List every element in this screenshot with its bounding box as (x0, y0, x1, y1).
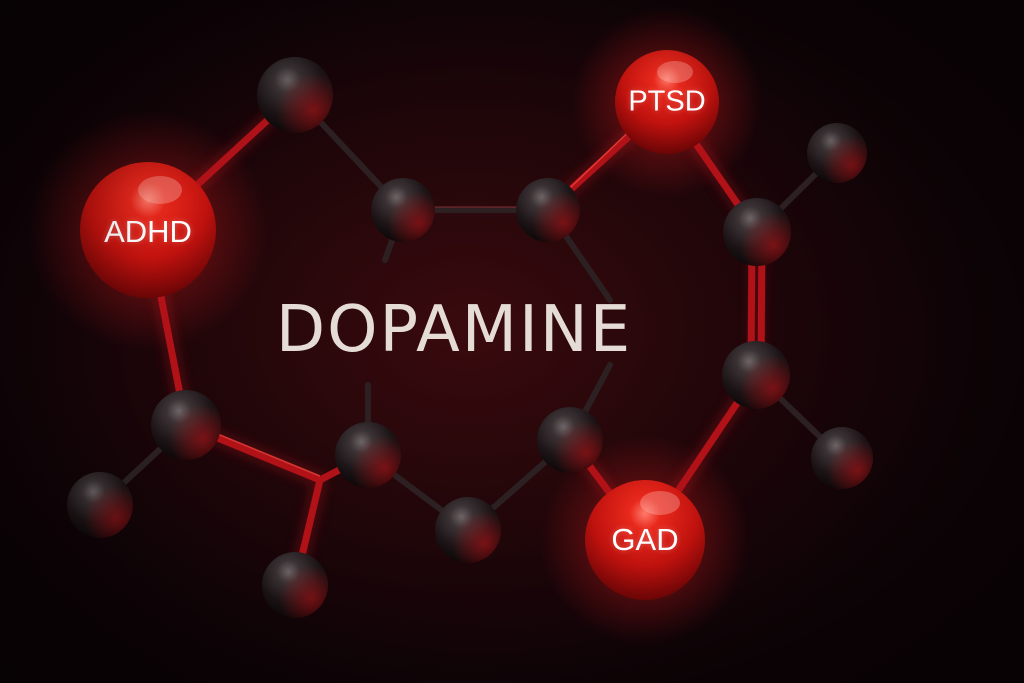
atom-gad (585, 480, 705, 600)
atom-neutral (723, 198, 791, 266)
atom-neutral (151, 390, 221, 460)
atom-neutral (262, 552, 328, 618)
atom-neutral (335, 422, 401, 488)
atom-ptsd (615, 50, 719, 154)
atom-adhd (80, 162, 216, 298)
atom-neutral (722, 341, 790, 409)
title-text: DOPAMINE (275, 293, 633, 367)
atom-neutral (807, 123, 867, 183)
atom-label-adhd: ADHD (104, 214, 192, 249)
atom-gad-specular (640, 491, 680, 515)
atom-neutral (257, 57, 333, 133)
atom-neutral (811, 427, 873, 489)
atom-ptsd-specular (657, 61, 693, 83)
atom-adhd-specular (138, 176, 182, 204)
atom-neutral (67, 472, 133, 538)
atom-label-gad: GAD (611, 522, 679, 557)
atom-neutral (435, 497, 501, 563)
atom-neutral (516, 178, 580, 242)
atom-label-ptsd: PTSD (628, 85, 706, 118)
neutral-atoms (67, 57, 873, 618)
atom-neutral (537, 407, 603, 473)
labeled-atoms (80, 50, 719, 600)
atom-neutral (371, 178, 435, 242)
